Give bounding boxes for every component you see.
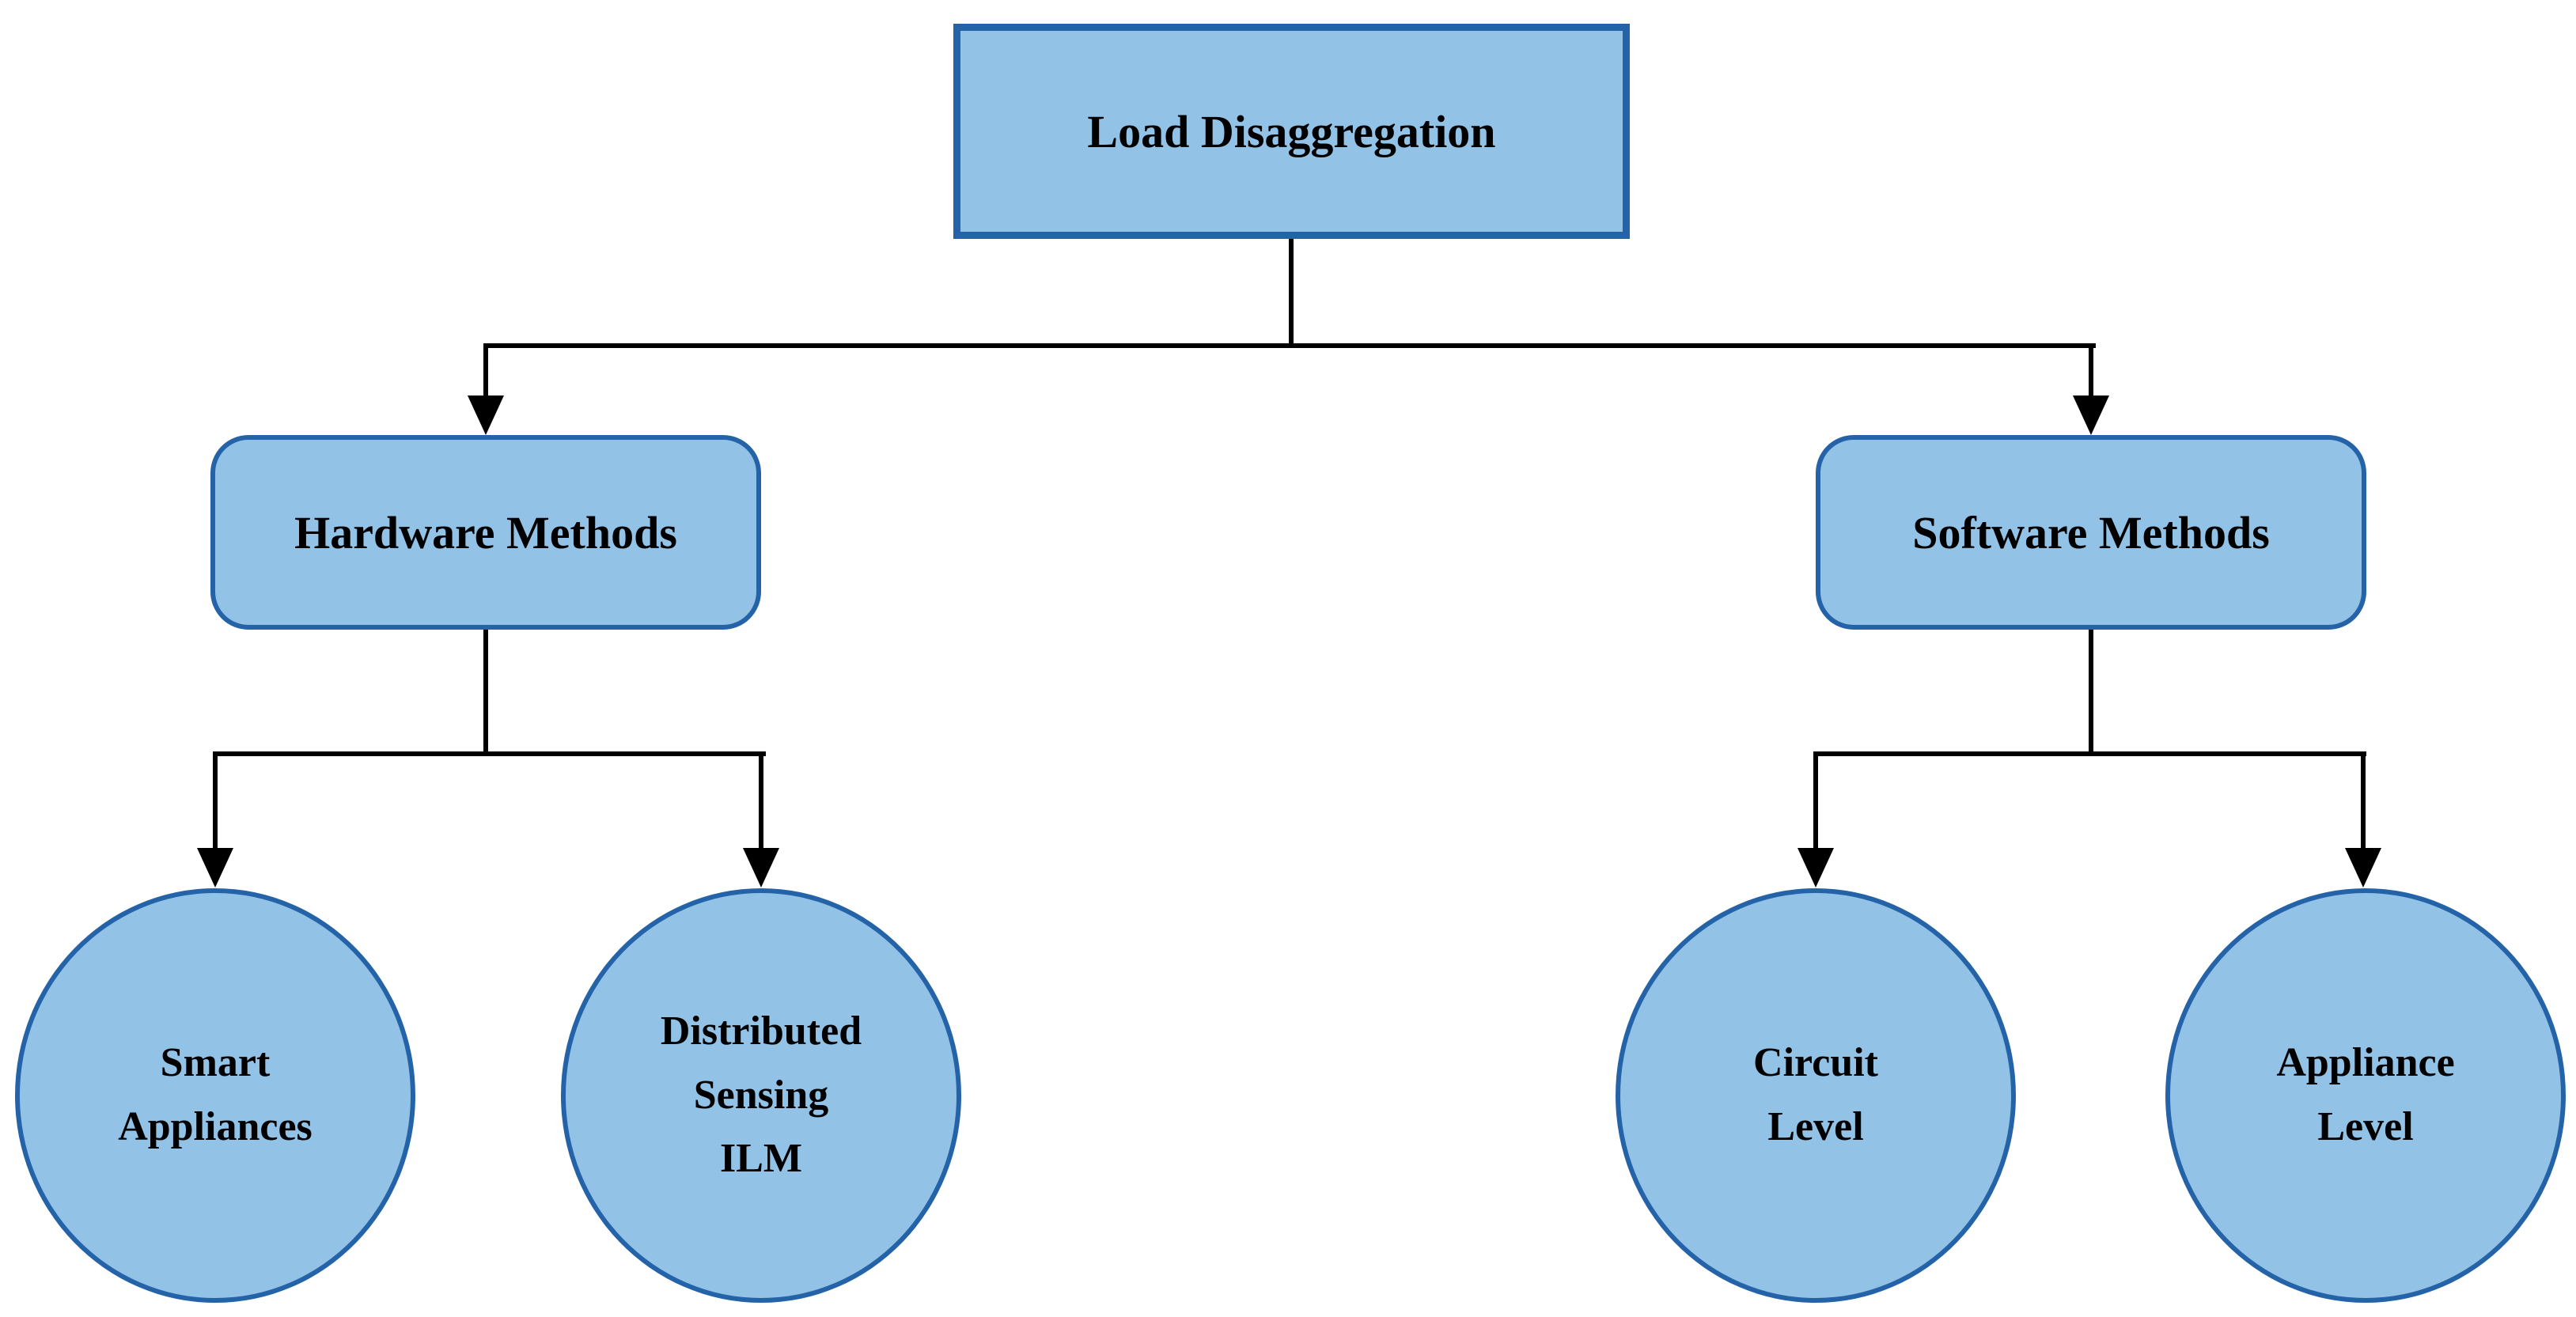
- node-distributed-sensing-ilm-label: Distributed Sensing ILM: [660, 1009, 862, 1182]
- arrow-down-icon-software: [2073, 395, 2109, 435]
- connector-software-stem: [2089, 630, 2093, 756]
- node-load-disaggregation: Load Disaggregation: [953, 24, 1630, 239]
- connector-software-to-appliance-stem: [2361, 751, 2366, 853]
- arrow-down-icon-appliance-level: [2345, 848, 2381, 887]
- node-circuit-level: Circuit Level: [1616, 888, 2016, 1303]
- node-appliance-level: Appliance Level: [2165, 888, 2566, 1303]
- arrow-down-icon-circuit-level: [1798, 848, 1834, 887]
- node-appliance-level-label: Appliance Level: [2276, 1040, 2455, 1149]
- connector-root-crossbar: [483, 343, 2096, 348]
- connector-hardware-to-distributed-stem: [759, 751, 763, 853]
- node-hardware-methods-label: Hardware Methods: [294, 506, 677, 558]
- connector-software-to-circuit-stem: [1813, 751, 1818, 853]
- node-distributed-sensing-ilm: Distributed Sensing ILM: [561, 888, 961, 1303]
- node-load-disaggregation-label: Load Disaggregation: [1087, 105, 1496, 157]
- node-hardware-methods: Hardware Methods: [210, 435, 761, 630]
- connector-root-to-hardware-stem: [483, 343, 488, 400]
- connector-root-to-software-stem: [2089, 343, 2093, 400]
- connector-software-crossbar: [1813, 751, 2366, 756]
- arrow-down-icon-distributed-sensing: [743, 848, 779, 887]
- node-software-methods: Software Methods: [1816, 435, 2366, 630]
- connector-hardware-to-smart-stem: [213, 751, 218, 853]
- connector-hardware-stem: [483, 630, 488, 756]
- arrow-down-icon-smart-appliances: [197, 848, 233, 887]
- node-smart-appliances: Smart Appliances: [15, 888, 415, 1303]
- connector-root-stem: [1289, 239, 1294, 348]
- connector-hardware-crossbar: [213, 751, 766, 756]
- node-circuit-level-label: Circuit Level: [1753, 1040, 1878, 1149]
- arrow-down-icon-hardware: [468, 395, 504, 435]
- node-smart-appliances-label: Smart Appliances: [118, 1040, 313, 1149]
- node-software-methods-label: Software Methods: [1912, 506, 2270, 558]
